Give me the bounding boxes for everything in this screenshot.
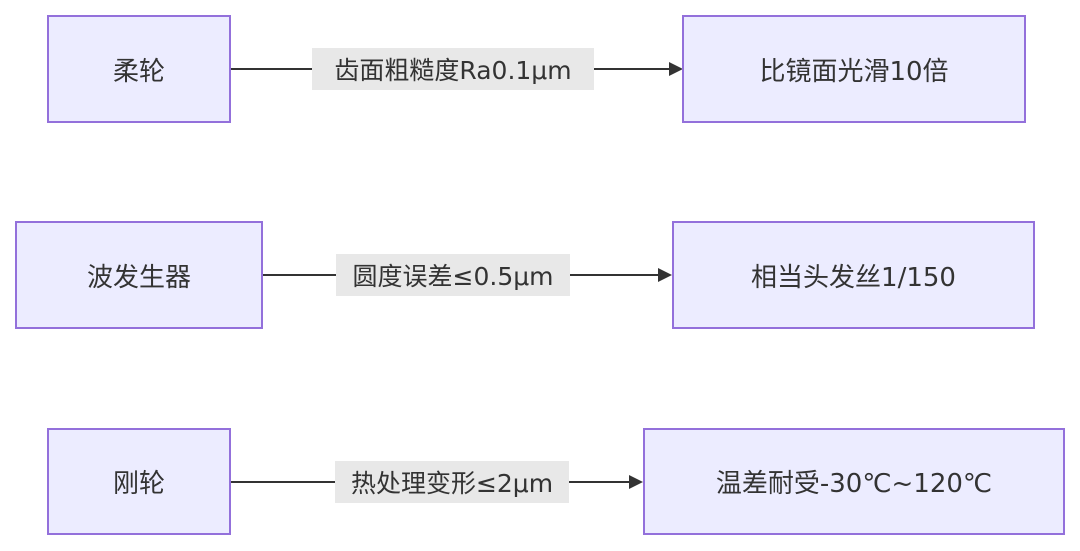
arrowhead-icon <box>629 475 643 489</box>
edge-label: 热处理变形≤2μm <box>335 461 569 503</box>
edge-label: 圆度误差≤0.5μm <box>336 254 570 296</box>
target-node-label: 相当头发丝1/150 <box>751 262 956 293</box>
source-node-label: 波发生器 <box>86 262 191 293</box>
target-node: 比镜面光滑10倍 <box>682 15 1026 123</box>
arrowhead-icon <box>669 62 683 76</box>
arrowhead-icon <box>658 268 672 282</box>
edge-label: 齿面粗糙度Ra0.1μm <box>312 48 594 90</box>
target-node-label: 温差耐受-30℃~120℃ <box>715 469 993 499</box>
edge-label-text: 圆度误差≤0.5μm <box>352 262 554 291</box>
target-node: 相当头发丝1/150 <box>672 221 1035 329</box>
target-node-label: 比镜面光滑10倍 <box>759 56 949 87</box>
source-node-wave-generator: 波发生器 <box>15 221 263 329</box>
target-node: 温差耐受-30℃~120℃ <box>643 428 1065 535</box>
source-node-label: 柔轮 <box>112 56 165 87</box>
source-node-circular-spline: 刚轮 <box>47 428 231 535</box>
source-node-flexspline: 柔轮 <box>47 15 231 123</box>
source-node-label: 刚轮 <box>112 469 165 499</box>
edge-label-text: 热处理变形≤2μm <box>350 469 554 498</box>
edge-label-text: 齿面粗糙度Ra0.1μm <box>334 56 572 85</box>
